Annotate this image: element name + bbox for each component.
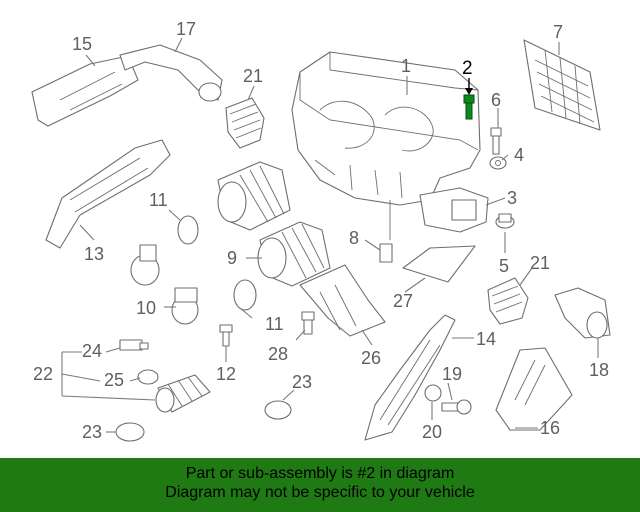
leader-lines (61, 37, 599, 433)
callout-21-upper: 21 (243, 66, 263, 86)
callout-11-lower: 11 (265, 314, 284, 334)
callout-9: 9 (227, 248, 237, 268)
part-10-mass-air-sensor-b (171, 287, 199, 325)
part-27-bracket (402, 245, 476, 283)
part-22-hose (155, 374, 211, 413)
callout-19: 19 (442, 364, 462, 384)
callout-15: 15 (72, 34, 92, 54)
callout-5: 5 (499, 256, 509, 276)
part-9-air-filter-lower (257, 221, 331, 287)
callout-13: 13 (84, 244, 104, 264)
callout-28: 28 (268, 344, 288, 364)
callout-24: 24 (82, 341, 102, 361)
callout-8: 8 (349, 228, 359, 248)
part-16-duct (495, 347, 573, 431)
callout-4: 4 (514, 145, 524, 165)
callout-10: 10 (136, 298, 156, 318)
part-21-sleeve-lower (487, 277, 529, 325)
part-23-clamp-right (264, 400, 292, 420)
part-20-washer (424, 384, 442, 402)
callout-23-right: 23 (292, 372, 312, 392)
part-3-housing-lower (419, 187, 489, 233)
part-info-banner: Part or sub-assembly is #2 in diagram Di… (0, 458, 640, 512)
part-1-air-cleaner-housing (291, 51, 481, 240)
callout-2-highlighted: 2 (462, 58, 473, 79)
part-12-bolt (219, 324, 233, 347)
banner-line-part-number: Part or sub-assembly is #2 in diagram (185, 465, 455, 482)
part-6-bolt (490, 127, 502, 155)
part-11-o-ring-upper (177, 215, 199, 245)
part-26-shield (299, 264, 386, 337)
callout-17: 17 (176, 19, 196, 39)
callout-22: 22 (33, 364, 53, 384)
part-25-clamp (137, 369, 159, 385)
part-14-duct (364, 314, 456, 441)
part-8-bushing (379, 243, 393, 263)
callout-6: 6 (491, 90, 501, 110)
callout-1: 1 (401, 56, 411, 76)
callout-26: 26 (361, 348, 381, 368)
callout-3: 3 (507, 188, 517, 208)
callout-7: 7 (553, 22, 563, 42)
callout-16: 16 (540, 418, 560, 438)
part-7-panel (523, 39, 601, 131)
exploded-parts-diagram: 1 2 3 4 5 6 7 8 9 10 11 11 12 13 14 15 1… (31, 19, 611, 442)
callout-23-left: 23 (82, 422, 102, 442)
part-9-air-filter-upper (217, 161, 291, 231)
callout-12: 12 (216, 364, 236, 384)
part-24-sensor (119, 339, 149, 351)
part-10-mass-air-sensor-a (130, 244, 160, 286)
callout-labels: 1 2 3 4 5 6 7 8 9 10 11 11 12 13 14 15 1… (33, 19, 609, 442)
part-23-clamp-left (115, 422, 145, 442)
callout-25: 25 (104, 370, 124, 390)
callout-11-upper: 11 (149, 190, 168, 210)
part-18-elbow (554, 287, 611, 339)
part-17-intake-tube (119, 44, 223, 102)
part-2-bolt-highlighted (463, 78, 475, 120)
part-28-clip (301, 311, 315, 335)
callout-20: 20 (422, 422, 442, 442)
callout-18: 18 (589, 360, 609, 380)
part-13-air-duct (45, 139, 171, 249)
callout-27: 27 (393, 291, 413, 311)
part-15-intake-duct (31, 55, 139, 127)
callout-14: 14 (476, 329, 496, 349)
banner-line-disclaimer: Diagram may not be specific to your vehi… (165, 484, 475, 501)
part-19-bolt (441, 399, 472, 415)
part-5-grommet (495, 213, 515, 229)
part-21-sleeve-upper (225, 97, 265, 149)
part-11-o-ring-lower (233, 279, 257, 311)
callout-21-lower: 21 (530, 253, 550, 273)
